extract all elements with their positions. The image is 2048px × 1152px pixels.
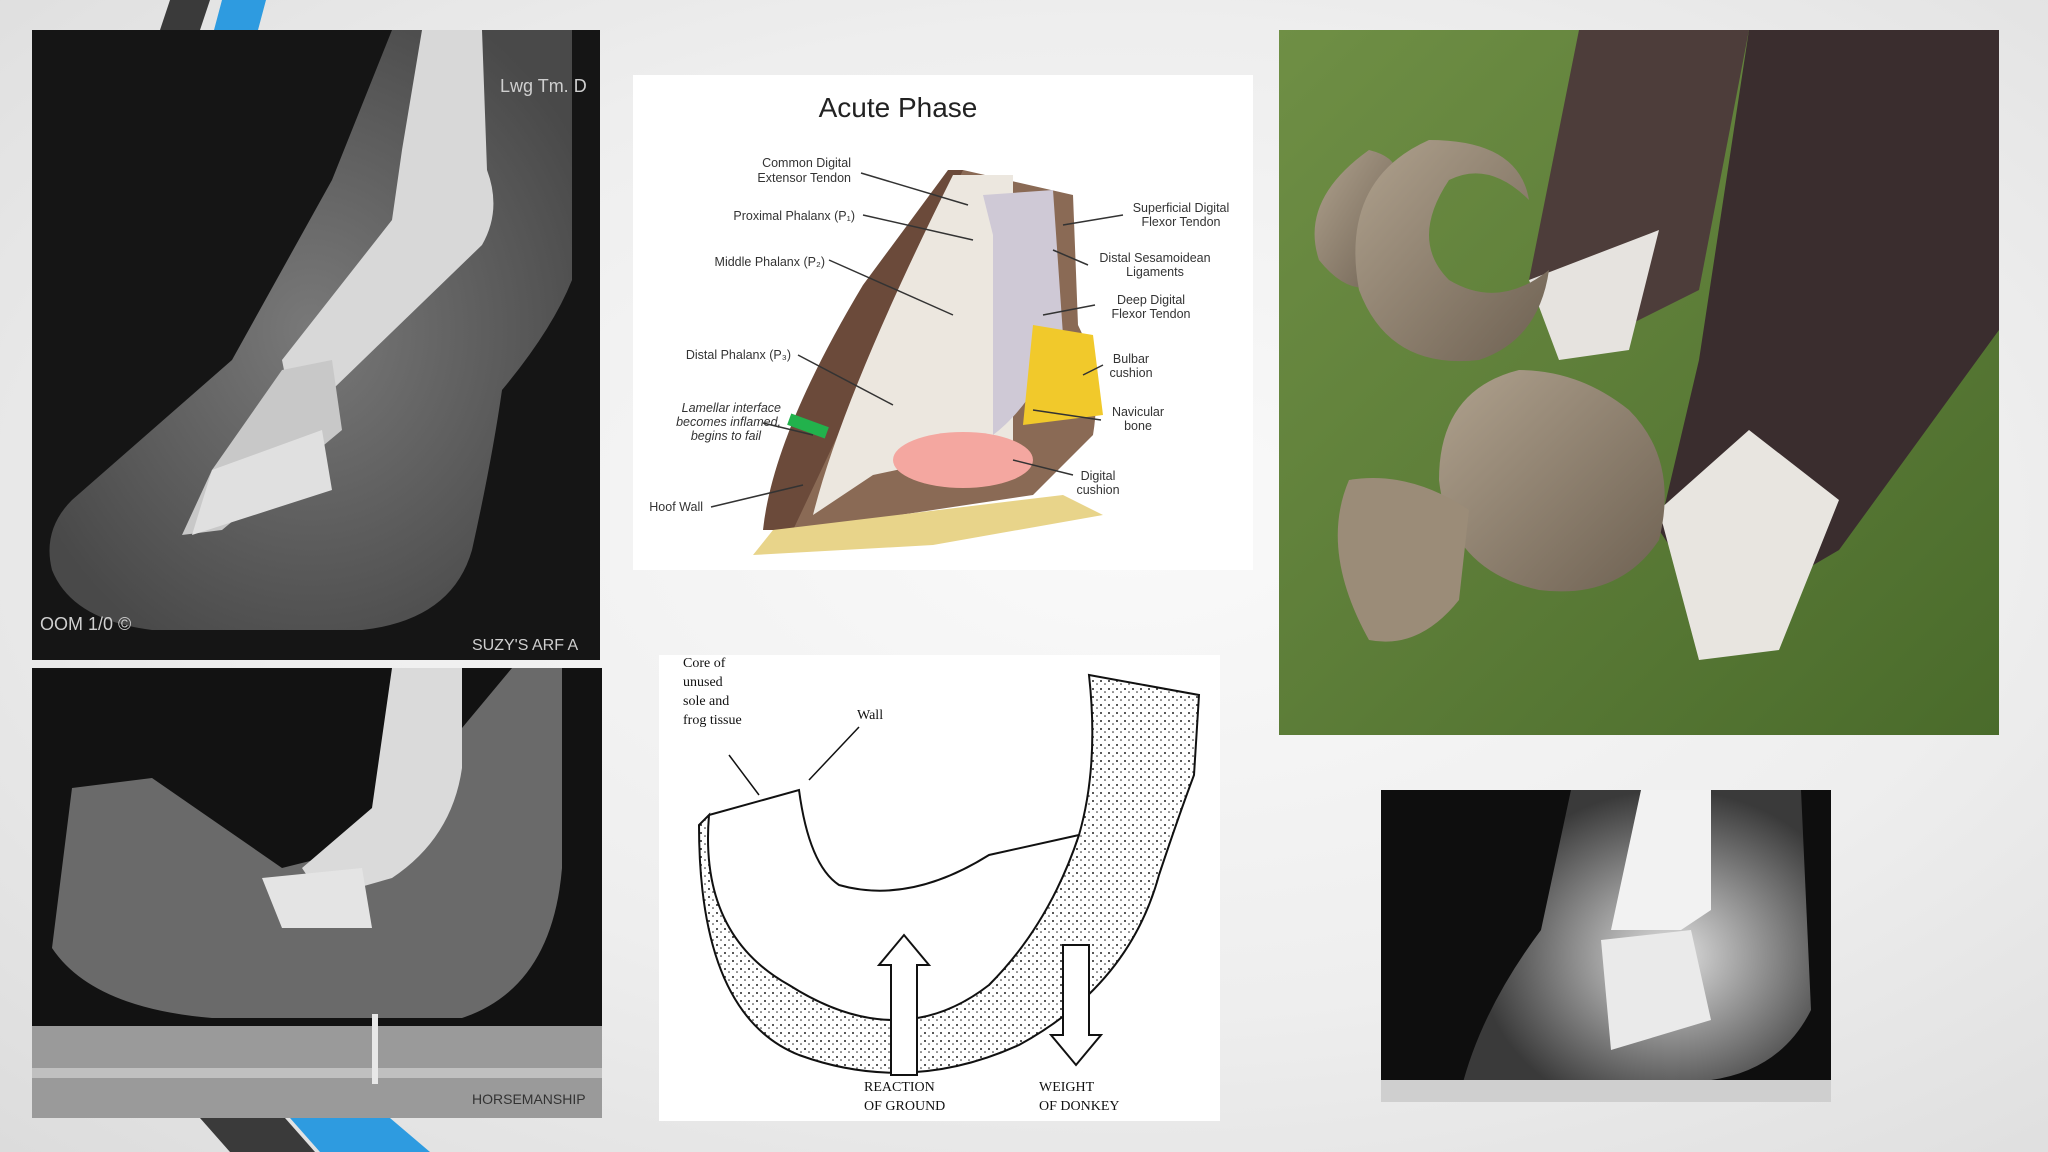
xray-overgrown-hoof-bottom: HORSEMANSHIP	[32, 668, 602, 1118]
label-lamellar-3: begins to fail	[691, 429, 762, 443]
xray-top-corner-text: Lwg Tm. D	[500, 76, 587, 96]
label-distal-sesamoidean: Distal Sesamoidean	[1099, 251, 1210, 265]
label-flexor-tendon-1: Flexor Tendon	[1142, 215, 1221, 229]
label-middle-phalanx: Middle Phalanx (P₂)	[715, 255, 825, 269]
reaction-label-1: REACTION	[864, 1080, 935, 1095]
label-proximal-phalanx: Proximal Phalanx (P₁)	[733, 209, 855, 223]
label-navicular-bone: bone	[1124, 419, 1152, 433]
wall-label: Wall	[857, 708, 883, 723]
core-label-4: frog tissue	[683, 713, 742, 728]
label-navicular: Navicular	[1112, 405, 1164, 419]
label-bulbar: Bulbar	[1113, 352, 1149, 366]
label-deep-digital: Deep Digital	[1117, 293, 1185, 307]
label-digital: Digital	[1081, 469, 1116, 483]
photo-curled-hooves	[1279, 30, 1999, 735]
bottom-decorative-bars	[190, 1118, 450, 1152]
weight-label-2: OF DONKEY	[1039, 1099, 1120, 1114]
xray-top-bottom-left-text: OOM 1/0 ©	[40, 614, 131, 634]
label-lamellar-1: Lamellar interface	[682, 401, 781, 415]
label-lamellar-2: becomes inflamed,	[676, 415, 781, 429]
overgrown-hoof-sketch: Core of unused sole and frog tissue Wall…	[659, 655, 1220, 1121]
acute-phase-diagram: Acute Phase Common Digital Extenso	[633, 75, 1253, 570]
label-flexor-tendon-2: Flexor Tendon	[1112, 307, 1191, 321]
label-hoof-wall: Hoof Wall	[649, 500, 703, 514]
label-ligaments: Ligaments	[1126, 265, 1184, 279]
reaction-label-2: OF GROUND	[864, 1099, 945, 1114]
label-distal-phalanx: Distal Phalanx (P₃)	[686, 348, 791, 362]
xray-top-bottom-right-text: SUZY'S ARF A	[472, 637, 579, 654]
xray-small-hoof	[1381, 790, 1831, 1102]
label-superficial-digital: Superficial Digital	[1133, 201, 1230, 215]
label-bulbar-cushion: cushion	[1109, 366, 1152, 380]
label-extensor-tendon: Extensor Tendon	[757, 171, 851, 185]
top-decorative-bars	[0, 0, 280, 30]
label-common-digital: Common Digital	[762, 156, 851, 170]
core-label-2: unused	[683, 675, 723, 690]
label-digital-cushion: cushion	[1076, 483, 1119, 497]
acute-phase-title: Acute Phase	[819, 92, 978, 123]
core-label-3: sole and	[683, 694, 729, 709]
weight-label-1: WEIGHT	[1039, 1080, 1095, 1095]
core-label-1: Core of	[683, 656, 726, 671]
xray-lateral-hoof-top: Lwg Tm. D OOM 1/0 © SUZY'S ARF A	[32, 30, 600, 660]
xray-bottom-corner-text: HORSEMANSHIP	[472, 1091, 586, 1107]
